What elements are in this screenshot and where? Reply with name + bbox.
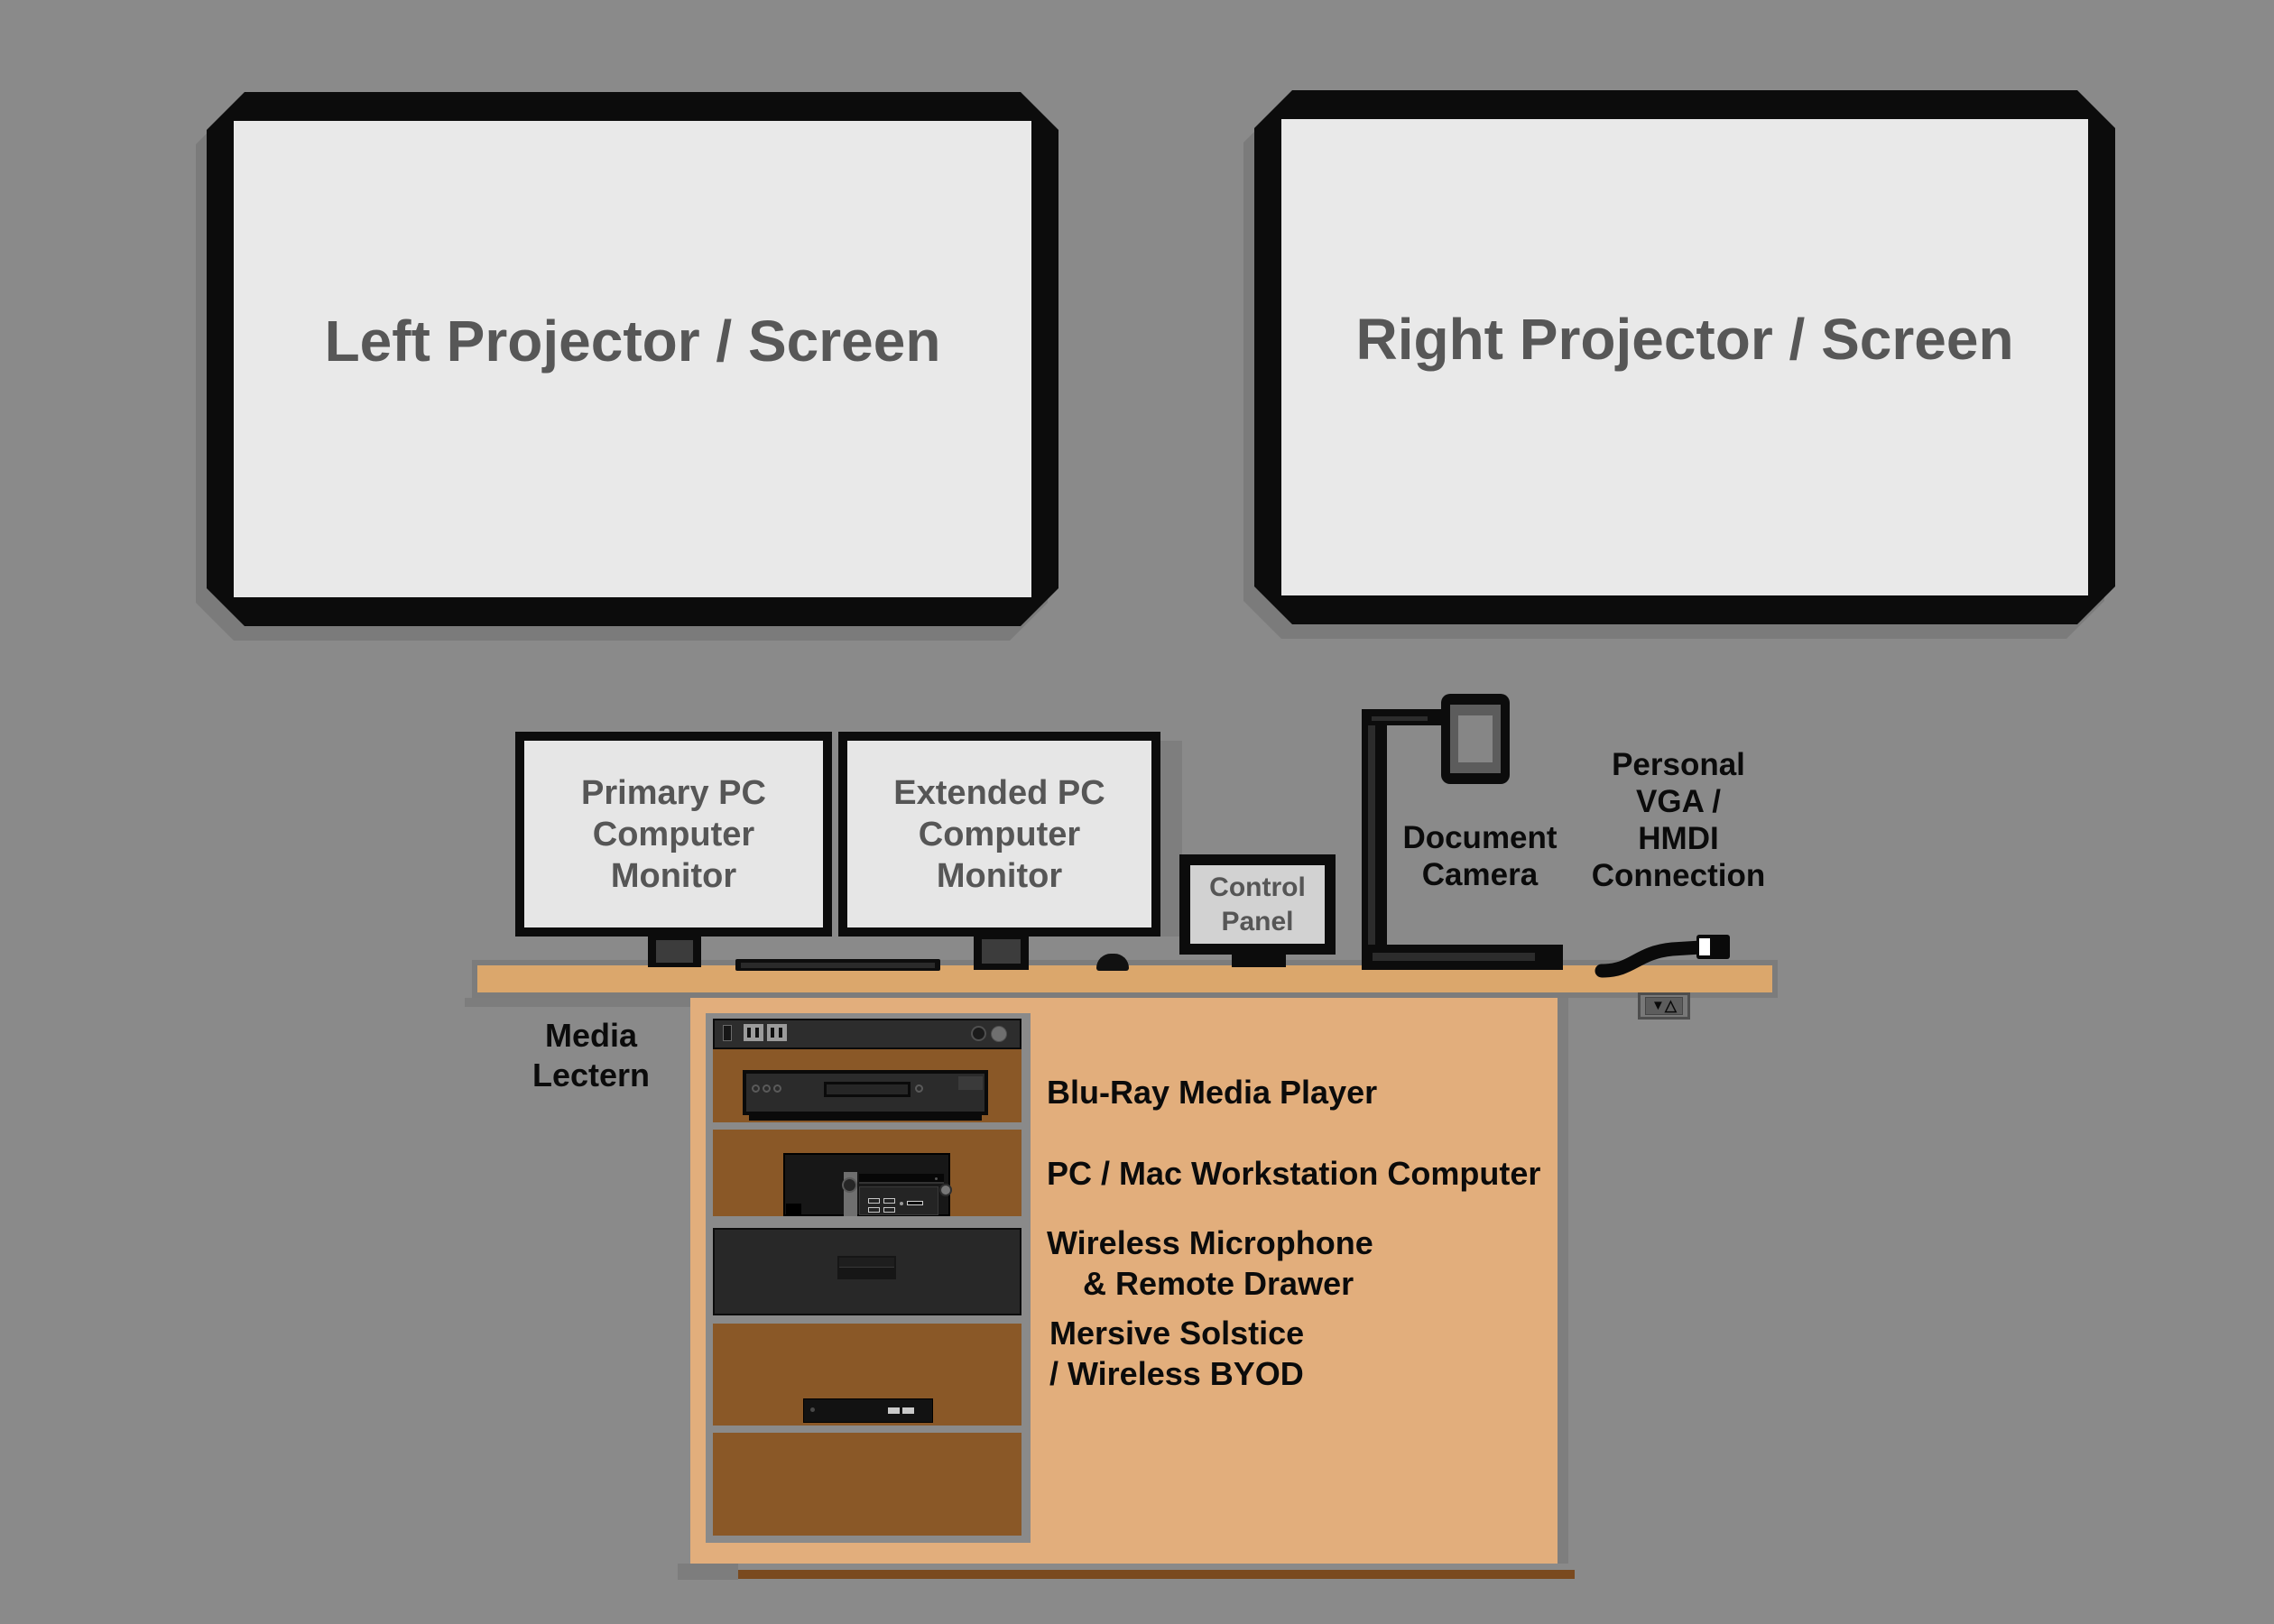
power-button-icon [971, 1026, 986, 1041]
mersive-port-icon [888, 1407, 900, 1414]
pc-side-knob-icon [939, 1184, 952, 1196]
bluray-eject-icon [915, 1084, 923, 1093]
drawer-handle [837, 1256, 896, 1279]
cable-connector [1696, 935, 1730, 959]
power-button-icon [991, 1026, 1007, 1042]
microphone-drawer-label: Wireless Microphone & Remote Drawer [1047, 1224, 1373, 1302]
personal-connection-label: Personal VGA / HMDI Connection [1591, 747, 1766, 893]
camera-lens-icon [1458, 715, 1493, 762]
power-outlet-icon [744, 1024, 763, 1041]
left-projector-screen: Left Projector / Screen [234, 121, 1031, 597]
lectern-shadow-left [678, 1564, 738, 1580]
primary-monitor-label: Primary PC Computer Monitor [581, 773, 766, 895]
vga-cable [1595, 940, 1708, 978]
lift-up-icon: △ [1664, 997, 1677, 1014]
power-strip-panel [713, 1019, 1021, 1049]
pc-foot [786, 1204, 801, 1215]
pc-power-button-icon [842, 1177, 857, 1193]
usb-port-icon [883, 1198, 895, 1204]
bluray-label: Blu-Ray Media Player [1047, 1074, 1378, 1111]
lift-down-icon: ▼ [1651, 998, 1665, 1013]
pc-disc-slot [859, 1174, 944, 1184]
document-camera-head [1441, 694, 1510, 784]
document-camera-base [1362, 945, 1563, 970]
media-lectern-label: Media Lectern [532, 1017, 651, 1093]
outlet-slot [771, 1028, 774, 1038]
bluray-display-window [958, 1076, 983, 1090]
mersive-port-icon [902, 1407, 914, 1414]
screen-lift-button: ▼ △ [1638, 992, 1690, 1020]
usb-port-icon [868, 1207, 880, 1213]
mouse [1096, 954, 1129, 971]
mersive-label: Mersive Solstice / Wireless BYOD [1049, 1315, 1305, 1392]
screen-lift-inner: ▼ △ [1645, 997, 1683, 1015]
bluray-button-icon [763, 1084, 771, 1093]
pc-audio-jack-icon [900, 1202, 903, 1205]
left-projector-label: Left Projector / Screen [324, 309, 941, 374]
keyboard-inner [741, 963, 935, 968]
bluray-button-icon [752, 1084, 760, 1093]
extended-monitor-shadow [1160, 741, 1182, 937]
arm-stripe [1372, 716, 1428, 721]
outlet-slot [755, 1028, 759, 1038]
control-panel-screen: Control Panel [1190, 865, 1325, 944]
document-camera-pole [1362, 712, 1387, 970]
base-stripe [1373, 953, 1535, 961]
right-projector-label: Right Projector / Screen [1355, 307, 2014, 372]
control-panel-stand [1232, 955, 1286, 967]
usb-port-icon [883, 1207, 895, 1213]
mersive-led-icon [810, 1407, 815, 1412]
desk-shadow [465, 998, 690, 1007]
pc-io-panel [859, 1186, 938, 1215]
document-camera-arm [1362, 709, 1445, 725]
connector-tip [1699, 938, 1710, 955]
stand-inner [982, 939, 1021, 964]
power-outlet-icon [767, 1024, 787, 1041]
keyboard [735, 959, 940, 971]
power-strip-switch [723, 1025, 732, 1041]
lectern-shadow-bottom [738, 1570, 1575, 1579]
outlet-slot [779, 1028, 782, 1038]
bluray-button-icon [773, 1084, 781, 1093]
control-panel-label: Control Panel [1209, 872, 1306, 937]
pc-card-slot [907, 1201, 923, 1205]
pole-stripe [1368, 722, 1375, 947]
workstation-label: PC / Mac Workstation Computer [1047, 1155, 1541, 1192]
extended-monitor-screen: Extended PC Computer Monitor [847, 741, 1151, 927]
right-projector-screen: Right Projector / Screen [1281, 119, 2088, 595]
drawer-handle-lip [839, 1258, 894, 1268]
bluray-player-foot [749, 1115, 982, 1121]
bluray-disc-tray [824, 1082, 911, 1097]
primary-monitor-stand [648, 937, 701, 967]
primary-monitor-screen: Primary PC Computer Monitor [524, 741, 823, 927]
rack-shelf-empty [713, 1433, 1021, 1536]
usb-port-icon [868, 1198, 880, 1204]
extended-monitor-stand [974, 936, 1029, 970]
document-camera-label: Document Camera [1402, 820, 1558, 892]
outlet-slot [747, 1028, 751, 1038]
pc-slot-dot [935, 1177, 938, 1180]
stand-inner [656, 940, 693, 963]
extended-monitor-label: Extended PC Computer Monitor [893, 773, 1105, 895]
